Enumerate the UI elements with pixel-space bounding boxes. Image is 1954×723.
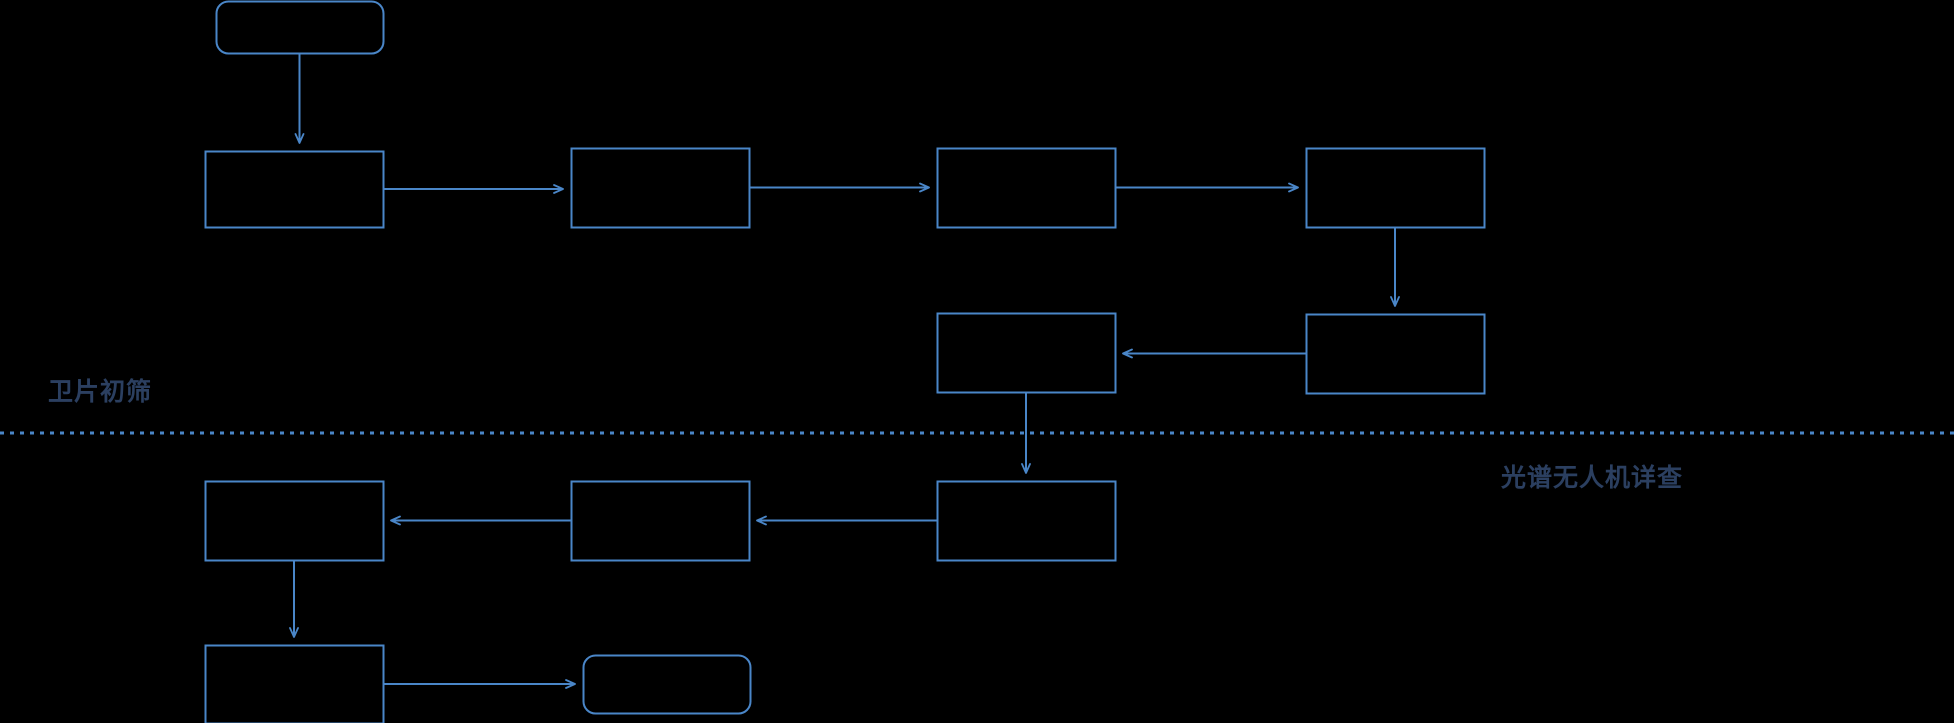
node-step-8[interactable] <box>936 480 1117 562</box>
node-end[interactable] <box>582 654 752 715</box>
node-step-9-hit-area[interactable] <box>571 481 749 560</box>
node-step-11[interactable] <box>204 644 385 723</box>
node-start-hit-area[interactable] <box>216 1 383 53</box>
node-step-8-hit-area[interactable] <box>937 481 1115 560</box>
node-step-5[interactable] <box>1305 147 1486 229</box>
lane-label-lane-upper: 卫片初筛 <box>48 378 153 406</box>
node-step-3[interactable] <box>570 147 751 229</box>
node-step-7-hit-area[interactable] <box>937 313 1115 392</box>
node-step-9[interactable] <box>570 480 751 562</box>
node-step-4-hit-area[interactable] <box>937 148 1115 227</box>
node-start[interactable] <box>215 0 385 55</box>
node-step-4[interactable] <box>936 147 1117 229</box>
node-step-6[interactable] <box>1305 313 1486 395</box>
lane-label-lane-lower: 光谱无人机详查 <box>1501 464 1684 492</box>
node-layer <box>204 0 1486 723</box>
node-step-10[interactable] <box>204 480 385 562</box>
node-step-6-hit-area[interactable] <box>1306 314 1484 393</box>
node-step-2[interactable] <box>204 150 385 229</box>
node-step-10-hit-area[interactable] <box>205 481 383 560</box>
node-step-2-hit-area[interactable] <box>205 151 383 227</box>
node-step-7[interactable] <box>936 312 1117 394</box>
node-step-11-hit-area[interactable] <box>205 645 383 723</box>
node-step-3-hit-area[interactable] <box>571 148 749 227</box>
edge-layer <box>289 53 1400 689</box>
node-step-5-hit-area[interactable] <box>1306 148 1484 227</box>
node-end-hit-area[interactable] <box>583 655 750 713</box>
